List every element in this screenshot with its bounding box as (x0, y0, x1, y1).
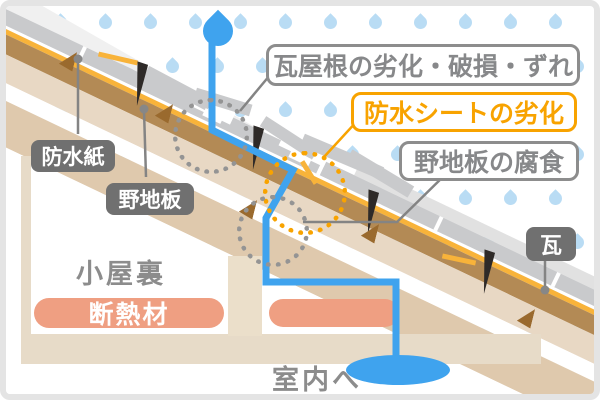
sheathing-rot-circle (237, 195, 309, 267)
callout-tile-roof-deterioration: 瓦屋根の劣化・破損・ずれ (266, 44, 580, 86)
leader-board-tag (142, 109, 148, 178)
leader-dot (139, 104, 149, 114)
tag-sheathing-board: 野地板 (106, 183, 194, 215)
attic-interior: 断熱材 小屋裏 室内へ (6, 6, 594, 394)
insulation-bar-right (269, 299, 399, 327)
tag-waterproof-paper: 防水紙 (31, 140, 115, 172)
leader-dot (540, 285, 550, 295)
support-post (228, 256, 262, 336)
callout-waterproof-sheet-deterioration: 防水シートの劣化 (351, 92, 577, 132)
insulation-bar-left: 断熱材 (34, 298, 224, 329)
insulation-label: 断熱材 (88, 301, 170, 329)
left-wall (21, 156, 31, 364)
attic-label: 小屋裏 (76, 259, 166, 289)
tile-damage-circle (173, 98, 249, 174)
callout-sheathing-rot: 野地板の腐食 (399, 141, 579, 181)
to-room-label: 室内へ (272, 365, 362, 395)
water-puddle (346, 355, 450, 385)
leader-dot (73, 54, 83, 64)
ceiling-board (21, 334, 541, 364)
tag-tile: 瓦 (526, 227, 576, 261)
leader-tile-callout (239, 74, 271, 112)
